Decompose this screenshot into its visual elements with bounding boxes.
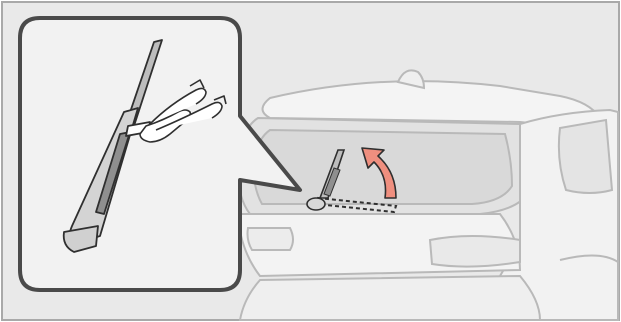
vehicle-rear bbox=[238, 70, 618, 320]
wiper-pivot bbox=[307, 198, 325, 210]
